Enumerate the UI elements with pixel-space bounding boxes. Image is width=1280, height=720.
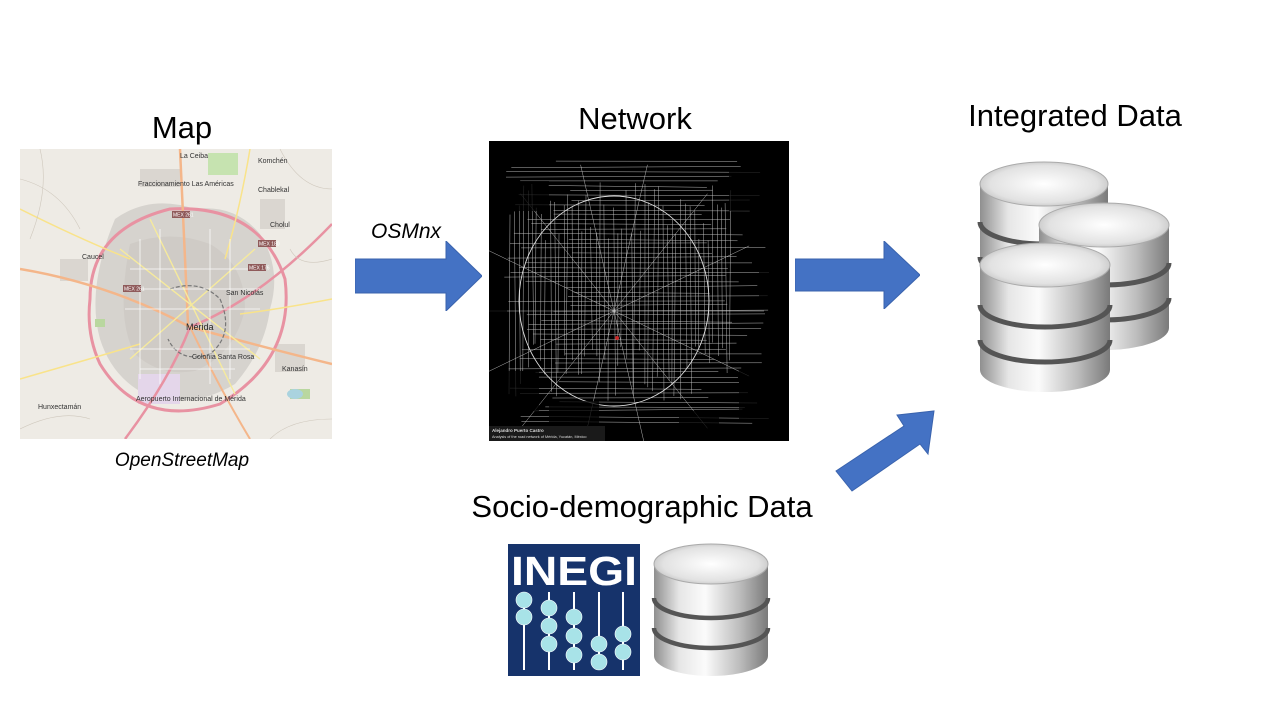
inegi-logo-text: INEGI: [511, 548, 637, 594]
map-label-colonia-santa-rosa: Colonia Santa Rosa: [192, 354, 254, 361]
right-arrow-icon: [355, 241, 482, 311]
network-title: Network: [578, 101, 692, 136]
network-image: Alejandro Puerto Castro Analysis of the …: [489, 141, 789, 441]
database-icon-front: [977, 242, 1113, 395]
map-label-aeropuerto: Aeropuerto Internacional de Mérida: [136, 396, 246, 403]
arrow-socio-to-integrated: [834, 405, 938, 495]
road-badge-3: MEX 261: [123, 285, 145, 293]
diagonal-arrow-icon: [835, 410, 935, 492]
svg-text:MEX 176: MEX 176: [249, 266, 270, 272]
map-caption: OpenStreetMap: [114, 450, 250, 471]
map-label-chablekal: Chablekal: [258, 187, 290, 194]
socio-demographic-title: Socio-demographic Data: [471, 489, 813, 524]
road-badge-2: MEX 176: [248, 264, 270, 272]
map-label-kanasin: Kanasín: [282, 366, 308, 373]
arrow-map-to-network: [355, 241, 482, 311]
database-icon-socio: [651, 543, 771, 678]
svg-text:MEX 261: MEX 261: [173, 213, 194, 219]
road-badge-4: MEX 180: [258, 240, 280, 248]
map-label-komchen: Komchén: [258, 158, 288, 165]
map-label-merida: Mérida: [186, 322, 214, 332]
map-image: La Ceiba Komchén Chablekal Fraccionamien…: [20, 149, 332, 439]
osmnx-label: OSMnx: [370, 220, 441, 243]
network-credit-name: Alejandro Puerto Castro: [492, 428, 544, 433]
inegi-logo: INEGI: [508, 544, 640, 676]
right-arrow-icon: [795, 241, 920, 309]
map-label-caucel: Caucel: [82, 254, 104, 261]
svg-text:MEX 261: MEX 261: [124, 287, 145, 293]
integrated-data-title: Integrated Data: [968, 98, 1182, 133]
svg-text:MEX 180: MEX 180: [259, 242, 280, 248]
map-label-cholul: Cholul: [270, 222, 290, 229]
network-credit-desc: Analysis of the road network of Mérida, …: [492, 435, 586, 439]
map-title: Map: [151, 110, 213, 145]
arrow-network-to-integrated: [795, 241, 920, 309]
road-badge-1: MEX 261: [172, 211, 194, 219]
map-label-la-ceiba: La Ceiba: [180, 153, 208, 160]
map-label-san-nicolas: San Nicolás: [226, 290, 264, 297]
map-label-fraccionamiento: Fraccionamiento Las Américas: [138, 181, 234, 188]
map-label-hunxectaman: Hunxectamán: [38, 404, 81, 411]
